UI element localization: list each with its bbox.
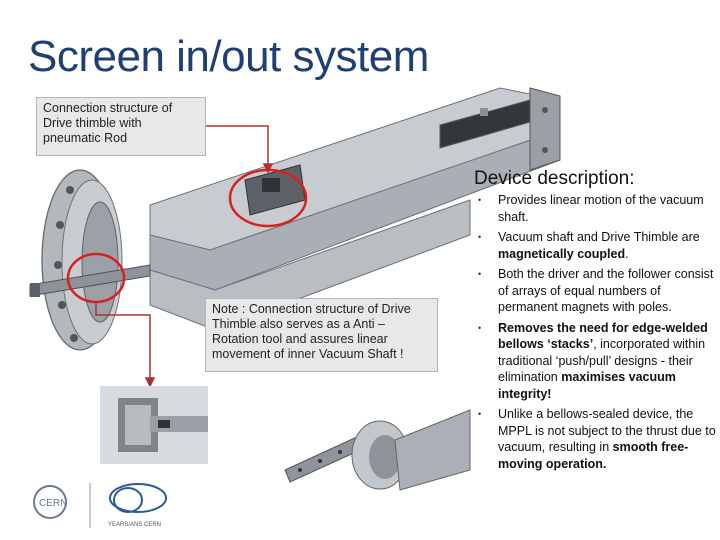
device-description-item: • Provides linear motion of the vacuum sh… xyxy=(476,192,720,225)
shaft-detail-image xyxy=(284,409,471,491)
vacuum-flange xyxy=(41,169,123,351)
bullet-text-run: Unlike a bellows-sealed device, the MPPL… xyxy=(498,407,716,454)
device-description-item: • Vacuum shaft and Drive Thimble are magn… xyxy=(476,229,720,262)
vacuum-shaft xyxy=(29,264,151,297)
footer-logos: CERN YEARS/ANS CERN xyxy=(33,483,167,528)
device-description-item: • Removes the need for edge-welded bellow… xyxy=(476,320,720,403)
slide-title: Screen in/out system xyxy=(28,32,429,81)
device-description-heading: Device description: xyxy=(474,168,635,189)
bullet-text-run: , incorporated within traditional ‘push/… xyxy=(498,337,706,384)
callout-connection-structure: Connection structure of Drive thimble wi… xyxy=(36,97,206,156)
bullet-icon: • xyxy=(478,195,482,205)
callout-anti-rotation-note: Note : Connection structure of Drive Thi… xyxy=(205,298,438,372)
svg-text:CERN: CERN xyxy=(39,498,67,509)
bullet-icon: • xyxy=(478,409,482,419)
callout-arrows xyxy=(95,125,274,388)
bullet-text-run: . xyxy=(625,246,629,261)
bullet-text-run: Both the driver and the follower consist… xyxy=(498,267,714,314)
bullet-text-run: smooth free-moving operation. xyxy=(498,440,689,471)
bullet-text-run: Removes the need for edge-welded bellows… xyxy=(498,320,708,352)
device-description-item: • Both the driver and the follower consis… xyxy=(476,266,720,316)
bullet-text-run: Vacuum shaft and Drive Thimble are xyxy=(498,230,700,244)
cern-anniversary-logo: YEARS/ANS CERN xyxy=(108,483,167,528)
svg-text:YEARS/ANS CERN: YEARS/ANS CERN xyxy=(108,522,161,528)
bullet-text-run: maximises vacuum integrity! xyxy=(498,370,676,401)
cern-logo: CERN xyxy=(33,485,67,519)
coupling-detail-image xyxy=(100,386,208,464)
bullet-text-run: magnetically coupled xyxy=(498,246,626,261)
bullet-text-run: Provides linear motion of the vacuum sha… xyxy=(498,193,704,224)
bullet-icon: • xyxy=(478,322,482,333)
device-description-item: • Unlike a bellows-sealed device, the MPP… xyxy=(476,406,720,472)
bullet-icon: • xyxy=(478,232,482,242)
device-description-list: • Provides linear motion of the vacuum sh… xyxy=(476,192,720,476)
bullet-icon: • xyxy=(478,269,482,279)
